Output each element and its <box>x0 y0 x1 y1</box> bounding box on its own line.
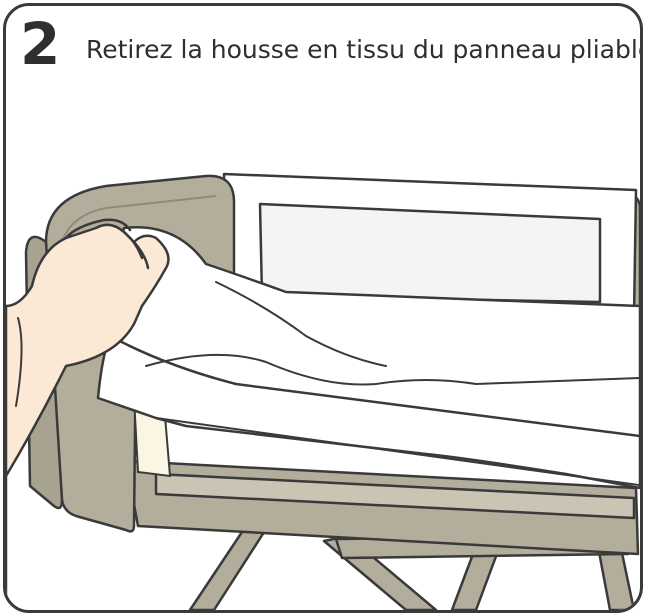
instruction-card: 2 Retirez la housse en tissu du panneau … <box>3 3 643 613</box>
step-title: Retirez la housse en tissu du panneau pl… <box>86 34 643 66</box>
step-number: 2 <box>20 12 58 76</box>
crib-illustration <box>6 6 640 610</box>
